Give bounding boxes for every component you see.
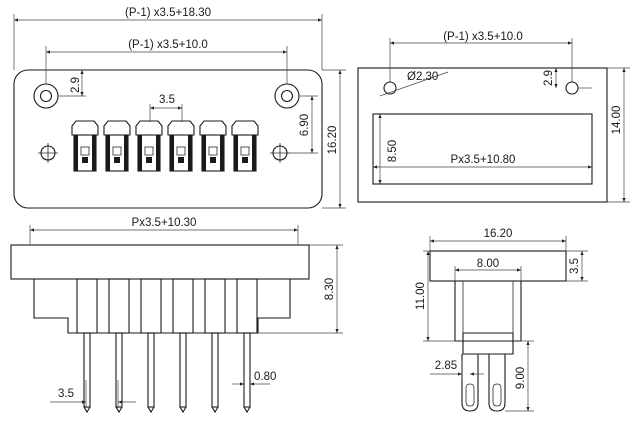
bottom-body-height-label: 8.30	[324, 278, 336, 300]
terminal-cell	[231, 120, 259, 172]
side-flange-thickness-label: 3.5	[569, 258, 581, 274]
front-dim-height: 16.20	[322, 69, 346, 209]
bottom-view: Px3.5+10.30 8.30 3.5 0.80	[10, 217, 343, 414]
bottom-pin-width-label: 0.80	[254, 371, 276, 383]
rear-right-hole	[565, 81, 579, 95]
rear-hole-diameter-label: Ø2.30	[407, 71, 438, 83]
rear-window-width-label: Px3.5+10.80	[451, 154, 516, 166]
terminal-cell	[199, 120, 227, 172]
side-body-width-label: 8.00	[477, 258, 499, 270]
side-flange-width-label: 16.20	[484, 228, 513, 240]
side-pin-length-label: 9.00	[515, 367, 527, 389]
side-total-height-label: 11.00	[415, 282, 427, 310]
side-flange	[429, 250, 567, 282]
front-view: (P-1) x3.5+18.30 (P-1) x3.5+10.0 2.9 3.5	[13, 7, 346, 209]
side-view: 16.20 3.5 8.00 11.00 2.85	[415, 228, 588, 412]
bottom-body	[33, 279, 291, 334]
front-left-small-hole	[38, 143, 58, 163]
front-left-mount-hole	[33, 83, 59, 109]
rear-dim-window-width: Px3.5+10.80	[373, 154, 592, 169]
pin-slot	[236, 278, 258, 334]
rear-window	[372, 113, 593, 185]
side-right-pin	[488, 354, 506, 412]
pin	[147, 332, 155, 414]
terminal-cell	[103, 120, 131, 172]
pin-slot	[108, 278, 130, 334]
rear-dim-hole-offset: 2.9	[543, 68, 592, 89]
front-overall-width-label: (P-1) x3.5+18.30	[125, 7, 211, 19]
rear-dim-hole-pitch: (P-1) x3.5+10.0	[389, 31, 573, 82]
rear-dim-window-height: 8.50	[378, 114, 399, 184]
rear-outline	[357, 67, 608, 203]
side-dim-pin-offset: 2.85	[430, 360, 484, 380]
rear-view: (P-1) x3.5+10.0 Ø2.30 2.9 14.00 8.50 Px3…	[357, 31, 630, 203]
front-dim-overall: (P-1) x3.5+18.30	[13, 7, 323, 70]
side-left-pin	[461, 354, 479, 412]
side-dim-pin-length: 9.00	[505, 340, 534, 412]
pin	[211, 332, 219, 414]
rear-hole-pitch-label: (P-1) x3.5+10.0	[443, 31, 523, 43]
front-dim-hole-to-center: 6.90	[288, 95, 318, 154]
front-pin-pitch-label: 3.5	[159, 94, 175, 106]
front-dim-hole-offset: 2.9	[58, 70, 86, 97]
terminal-cell	[135, 120, 163, 172]
bottom-pin-slots	[76, 278, 258, 334]
side-dim-flange-width: 16.20	[429, 228, 567, 251]
pin-slot	[76, 278, 98, 334]
front-dim-pin-pitch: 3.5	[149, 94, 183, 122]
bottom-dim-flange-width: Px3.5+10.30	[29, 217, 299, 245]
pin	[115, 332, 123, 414]
side-pin-offset-label: 2.85	[435, 360, 457, 372]
bottom-dim-pin-pitch: 3.5	[50, 380, 136, 408]
front-hole-to-center-label: 6.90	[299, 114, 311, 136]
side-dim-flange-thickness: 3.5	[566, 250, 588, 282]
front-hole-offset-label: 2.9	[70, 77, 82, 93]
front-terminal-cells	[71, 120, 259, 172]
side-dim-total-height: 11.00	[415, 250, 455, 342]
front-hole-pitch-label: (P-1) x3.5+10.0	[128, 39, 208, 51]
rear-height-label: 14.00	[611, 106, 623, 135]
terminal-cell	[167, 120, 195, 172]
pin	[179, 332, 187, 414]
front-flange	[13, 69, 323, 209]
pin-slot	[172, 278, 194, 334]
bottom-pins	[83, 332, 251, 414]
front-dim-hole-pitch: (P-1) x3.5+10.0	[45, 39, 288, 84]
terminal-cell	[71, 120, 99, 172]
bottom-flange-width-label: Px3.5+10.30	[132, 217, 197, 229]
side-body	[454, 281, 522, 342]
rear-window-height-label: 8.50	[387, 140, 399, 162]
pin	[243, 332, 251, 414]
rear-hole-offset-label: 2.9	[543, 70, 555, 86]
bottom-pin-pitch-label: 3.5	[58, 388, 74, 400]
bottom-flange	[10, 244, 310, 280]
pin-slot	[204, 278, 226, 334]
front-height-label: 16.20	[327, 126, 339, 155]
bottom-dim-pin-width: 0.80	[232, 371, 276, 386]
pin	[83, 332, 91, 414]
rear-dim-hole-diameter: Ø2.30	[379, 71, 449, 97]
front-right-mount-hole	[274, 83, 300, 109]
rear-dim-height: 14.00	[607, 67, 630, 203]
bottom-dim-body-height: 8.30	[258, 244, 343, 334]
pin-slot	[140, 278, 162, 334]
side-dim-body-width: 8.00	[454, 258, 522, 281]
front-right-small-hole	[270, 143, 290, 163]
